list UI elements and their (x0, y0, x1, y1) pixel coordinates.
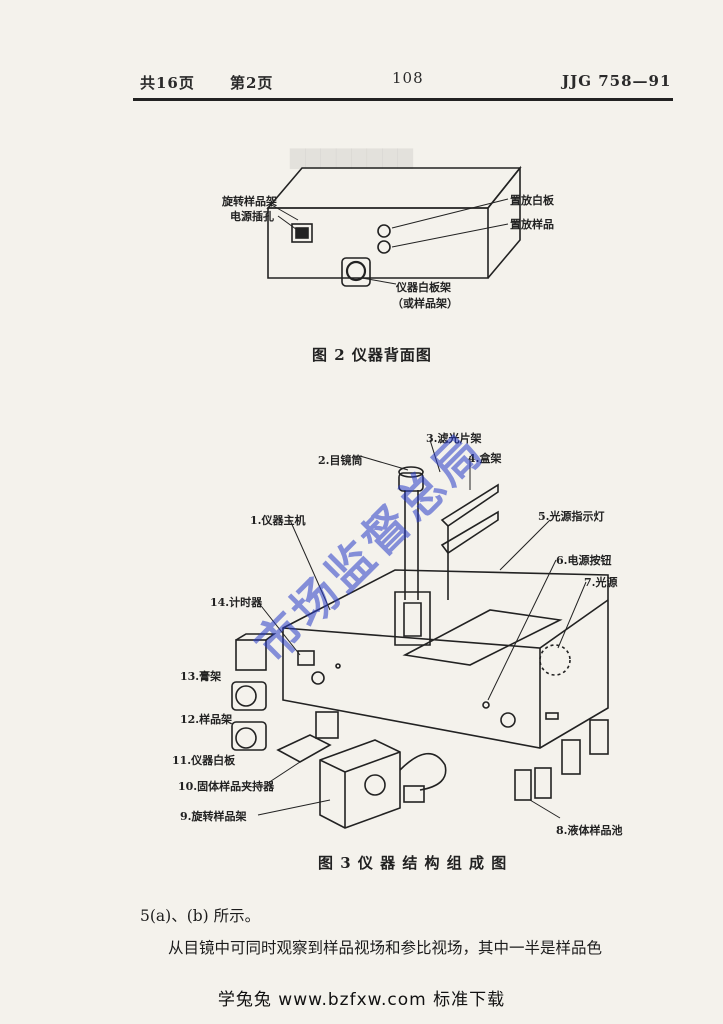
header-rule (133, 98, 673, 101)
fig3-label-3: 3.滤光片架 (426, 432, 482, 445)
fig3-label-7: 7.光源 (584, 576, 618, 589)
footer-download-banner: 学兔兔 www.bzfxw.com 标准下载 (217, 990, 506, 1010)
body-line-1: 5(a)、(b) 所示。 (140, 907, 261, 925)
header-standard-code: JJG 758—91 (562, 72, 672, 90)
header-page-number: 108 (392, 69, 424, 87)
bleed-through-block: ▇▇▇▇▇▇▇▇ (290, 145, 414, 169)
fig2-label-sample-place: 置放样品 (510, 218, 554, 231)
figure2-caption: 图 2 仪器背面图 (312, 346, 432, 364)
header-pages: 共16页 (140, 74, 195, 92)
fig3-label-9: 9.旋转样品架 (180, 810, 247, 823)
fig3-label-13: 13.膏架 (180, 670, 222, 683)
fig3-label-12: 12.样品架 (180, 713, 233, 726)
fig3-label-6: 6.电源按钮 (556, 554, 612, 567)
fig2-label-rotating-holder: 旋转样品架 (222, 195, 277, 208)
fig2-label-holder-line2: （或样品架） (392, 297, 458, 310)
body-line-2: 从目镜中可同时观察到样品视场和参比视场，其中一半是样品色 (168, 939, 603, 957)
header-current-page: 第2页 (230, 74, 274, 92)
fig3-label-11: 11.仪器白板 (172, 754, 236, 767)
fig3-label-4: 4.盒架 (468, 452, 502, 465)
fig3-label-8: 8.液体样品池 (556, 824, 623, 837)
fig2-label-white-board: 置放白板 (510, 194, 554, 207)
fig2-label-power-socket: 电源插孔 (230, 210, 274, 223)
figure3-caption: 图 3 仪 器 结 构 组 成 图 (318, 854, 508, 872)
fig3-label-10: 10.固体样品夹持器 (178, 780, 275, 793)
fig2-label-holder-line1: 仪器白板架 (396, 281, 451, 294)
fig3-label-1: 1.仪器主机 (250, 514, 306, 527)
fig3-label-5: 5.光源指示灯 (538, 510, 605, 523)
fig3-label-14: 14.计时器 (210, 596, 263, 609)
fig3-label-2: 2.目镜筒 (318, 454, 363, 467)
